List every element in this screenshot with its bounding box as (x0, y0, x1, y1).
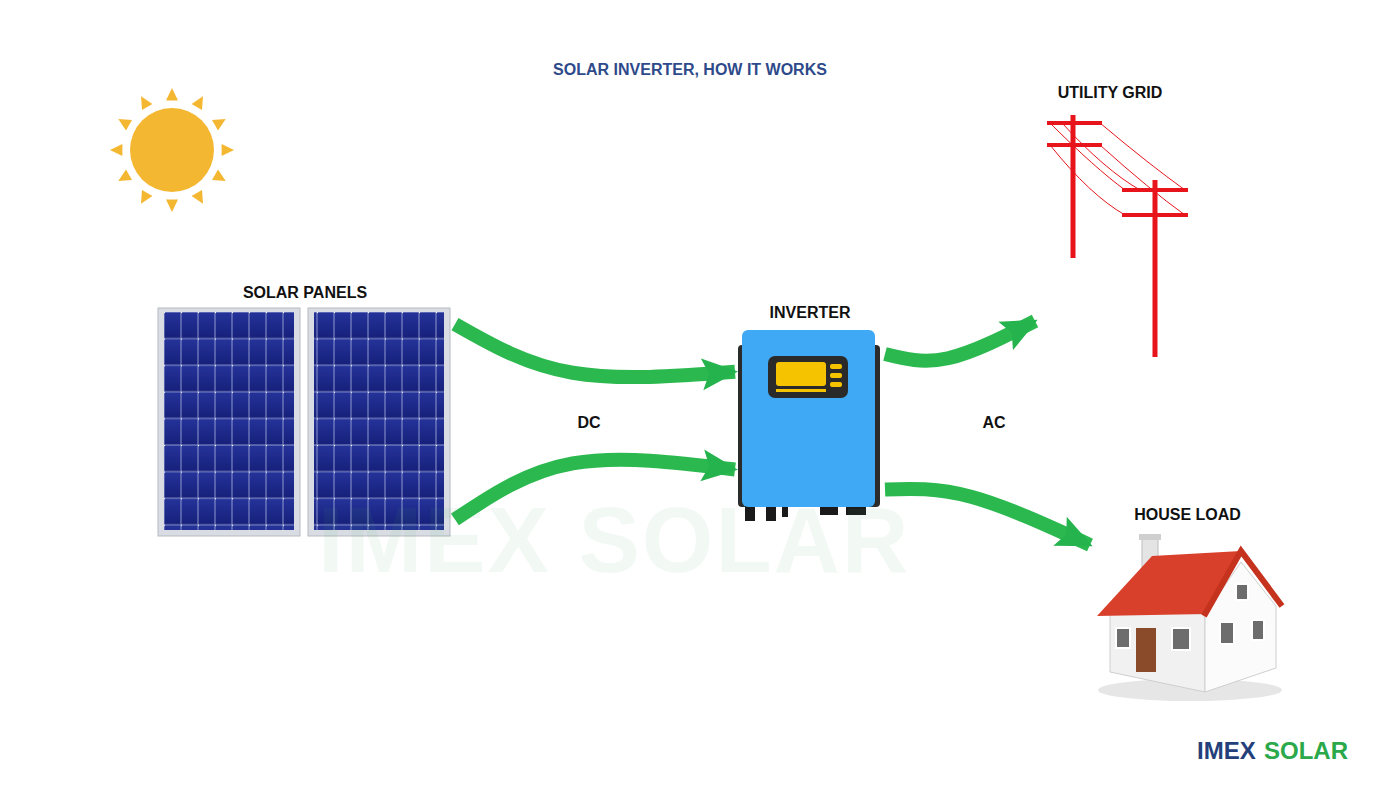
brand-logo: IMEX (1197, 737, 1256, 765)
diagram-node: UTILITY GRID (1035, 83, 1185, 363)
flow-arrow (885, 489, 1090, 545)
diagram-node: INVERTER (735, 303, 885, 525)
node-heading: HOUSE LOAD (1090, 505, 1285, 525)
watermark: IMEX SOLAR (318, 488, 910, 593)
edge-label: DC (573, 413, 604, 433)
brand-logo: SOLAR (1264, 737, 1348, 765)
edge-label: AC (978, 413, 1009, 433)
node-heading: SOLAR PANELS (155, 283, 455, 303)
flow-arrow (455, 460, 735, 520)
inverter-figure (738, 330, 880, 521)
flow-arrow (885, 321, 1035, 361)
node-heading: UTILITY GRID (1035, 83, 1185, 103)
power-pole-figure (1047, 115, 1188, 357)
diagram-node: HOUSE LOAD (1090, 505, 1285, 705)
diagram-node: SOLAR PANELS (155, 283, 455, 540)
node-heading: INVERTER (735, 303, 885, 323)
solar-panel-figure (158, 308, 450, 536)
diagram-title: SOLAR INVERTER, HOW IT WORKS (553, 61, 827, 79)
flow-arrow (455, 324, 735, 377)
sun-icon (110, 88, 234, 212)
house-figure (1097, 534, 1282, 701)
